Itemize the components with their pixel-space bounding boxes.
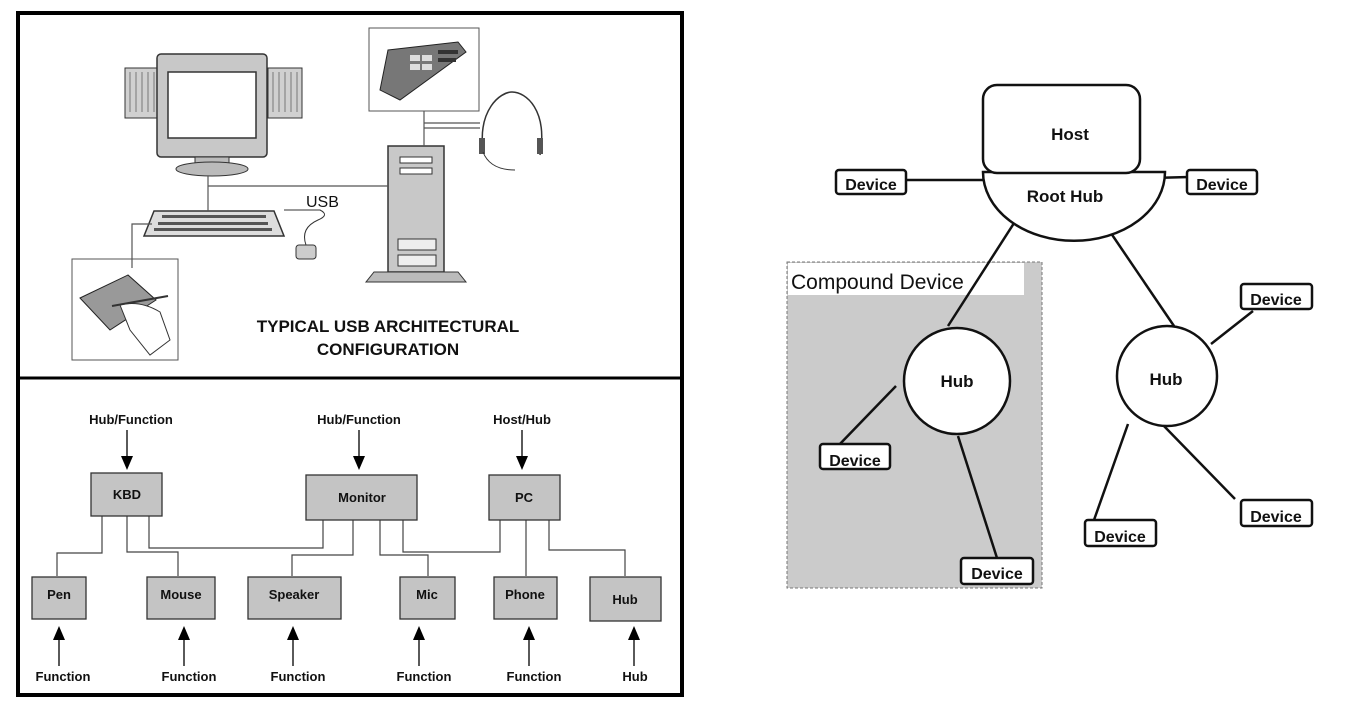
device-node-compound-left: Device [818, 442, 892, 471]
pc-box [488, 474, 561, 521]
topology-wires [56, 516, 626, 576]
role-monitor-label: Hub/Function [317, 412, 401, 427]
illustration-title-line2: CONFIGURATION [317, 340, 459, 359]
hub-right-node [1115, 324, 1219, 428]
svg-text:Device: Device [845, 177, 897, 194]
down-arrow-kbd [121, 430, 133, 470]
role-speaker-label: Function [271, 669, 326, 684]
device-node-root-left: Device [834, 168, 908, 196]
host-label: Host [1051, 125, 1089, 144]
mic-label: Mic [416, 587, 438, 602]
up-arrow-pen [53, 626, 65, 666]
down-arrow-monitor [353, 430, 365, 470]
role-pc-label: Host/Hub [493, 412, 551, 427]
phone-box [493, 576, 558, 620]
role-mic-label: Function [397, 669, 452, 684]
monitor-label: Monitor [338, 490, 386, 505]
role-kbd-label: Hub/Function [89, 412, 173, 427]
hub-label: Hub [612, 592, 637, 607]
svg-text:Device: Device [1250, 509, 1302, 526]
up-arrow-phone [523, 626, 535, 666]
up-arrow-mic [413, 626, 425, 666]
down-arrow-pc [516, 430, 528, 470]
kbd-box [90, 472, 163, 517]
monitor-box [305, 474, 418, 521]
role-hub-label: Hub [622, 669, 647, 684]
kbd-label: KBD [113, 487, 141, 502]
pc-label: PC [515, 490, 534, 505]
phone-label: Phone [505, 587, 545, 602]
headset-icon [479, 91, 543, 171]
device-node-hub-right-top: Device [1239, 282, 1314, 311]
svg-text:Device: Device [971, 566, 1023, 583]
hub-left-node [902, 326, 1012, 436]
mic-box [399, 576, 456, 620]
root-hub-shape [981, 170, 1167, 243]
up-arrow-mouse [178, 626, 190, 666]
pen-box [31, 576, 87, 620]
monitor-icon [156, 53, 268, 177]
device-node-hub-right-bottom-left: Device [1083, 518, 1158, 548]
hub-right-label: Hub [1149, 370, 1182, 389]
svg-text:Device: Device [1196, 177, 1248, 194]
mouse-label: Mouse [160, 587, 201, 602]
keyboard-icon [142, 210, 286, 237]
pen-tablet-icon [79, 274, 171, 356]
compound-device-region [786, 261, 1043, 589]
topology-diagram [31, 430, 662, 666]
svg-text:Device: Device [829, 453, 881, 470]
up-arrow-speaker [287, 626, 299, 666]
compound-device-label: Compound Device [791, 271, 964, 294]
host-box [981, 83, 1142, 175]
root-hub-label: Root Hub [1027, 187, 1103, 206]
speaker-box [247, 576, 342, 620]
device-node-hub-right-bottom-right: Device [1239, 498, 1314, 528]
tree-edges [837, 175, 1254, 559]
device-node-root-right: Device [1185, 168, 1259, 196]
role-pen-label: Function [36, 669, 91, 684]
speaker-label: Speaker [269, 587, 320, 602]
role-phone-label: Function [507, 669, 562, 684]
hub-box [589, 576, 662, 622]
telephone-icon [379, 41, 467, 101]
tower-pc-icon [364, 145, 468, 283]
usb-illustration [71, 27, 543, 361]
up-arrow-hub [628, 626, 640, 666]
mouse-icon [284, 209, 325, 260]
illustration-title-line1: TYPICAL USB ARCHITECTURAL [257, 317, 520, 336]
hub-left-label: Hub [940, 372, 973, 391]
device-node-compound-bottom: Device [959, 556, 1035, 586]
role-mouse-label: Function [162, 669, 217, 684]
speaker-left-icon [124, 67, 160, 119]
usb-cables [131, 111, 480, 268]
pen-label: Pen [47, 587, 71, 602]
svg-text:Device: Device [1250, 292, 1302, 309]
usb-label: USB [306, 194, 339, 211]
svg-text:Device: Device [1094, 529, 1146, 546]
speaker-right-icon [267, 67, 303, 119]
mouse-box [146, 576, 216, 620]
